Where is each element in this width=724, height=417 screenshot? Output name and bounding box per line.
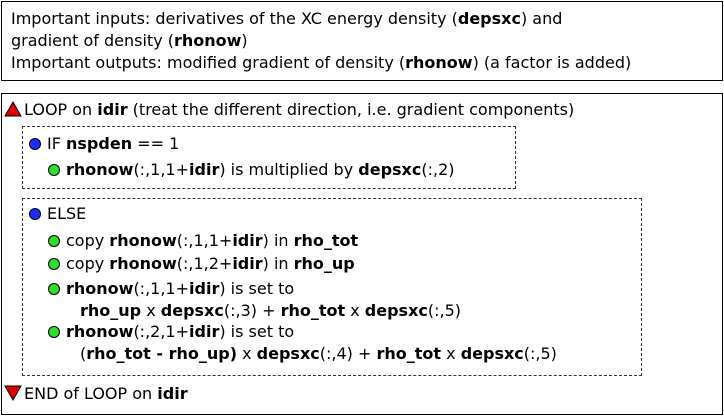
triangle-up-icon: [4, 101, 22, 117]
else-block: [22, 198, 642, 376]
io-description-box: [1, 1, 723, 81]
loop-start-label: LOOP on idir (treat the different direct…: [24, 100, 575, 119]
if-block: [22, 126, 516, 189]
green-bullet-icon: [48, 235, 60, 247]
else-label: ELSE: [29, 204, 86, 224]
if-condition: IF nspden == 1: [29, 134, 179, 154]
else-statement-1: copy rhonow(:,1,1+idir) in rho_tot: [48, 231, 358, 251]
loop-end-label: END of LOOP on idir: [24, 384, 188, 403]
if-statement: rhonow(:,1,1+idir) is multiplied by deps…: [48, 160, 455, 180]
green-bullet-icon: [48, 164, 60, 176]
else-statement-4-expression: (rho_tot - rho_up) x depsxc(:,4) + rho_t…: [80, 344, 557, 363]
green-bullet-icon: [48, 326, 60, 338]
green-bullet-icon: [48, 258, 60, 270]
inputs-line-2: gradient of density (rhonow): [11, 31, 248, 50]
inputs-line-1: Important inputs: derivatives of the XC …: [11, 9, 563, 28]
loop-box: [1, 93, 723, 415]
green-bullet-icon: [48, 283, 60, 295]
triangle-down-icon: [4, 385, 22, 401]
else-statement-2: copy rhonow(:,1,2+idir) in rho_up: [48, 254, 355, 274]
else-statement-3: rhonow(:,1,1+idir) is set to: [48, 279, 294, 299]
outputs-line: Important outputs: modified gradient of …: [11, 53, 632, 72]
blue-bullet-icon: [29, 208, 41, 220]
blue-bullet-icon: [29, 138, 41, 150]
else-statement-4: rhonow(:,2,1+idir) is set to: [48, 322, 294, 342]
else-statement-3-expression: rho_up x depsxc(:,3) + rho_tot x depsxc(…: [80, 301, 462, 320]
